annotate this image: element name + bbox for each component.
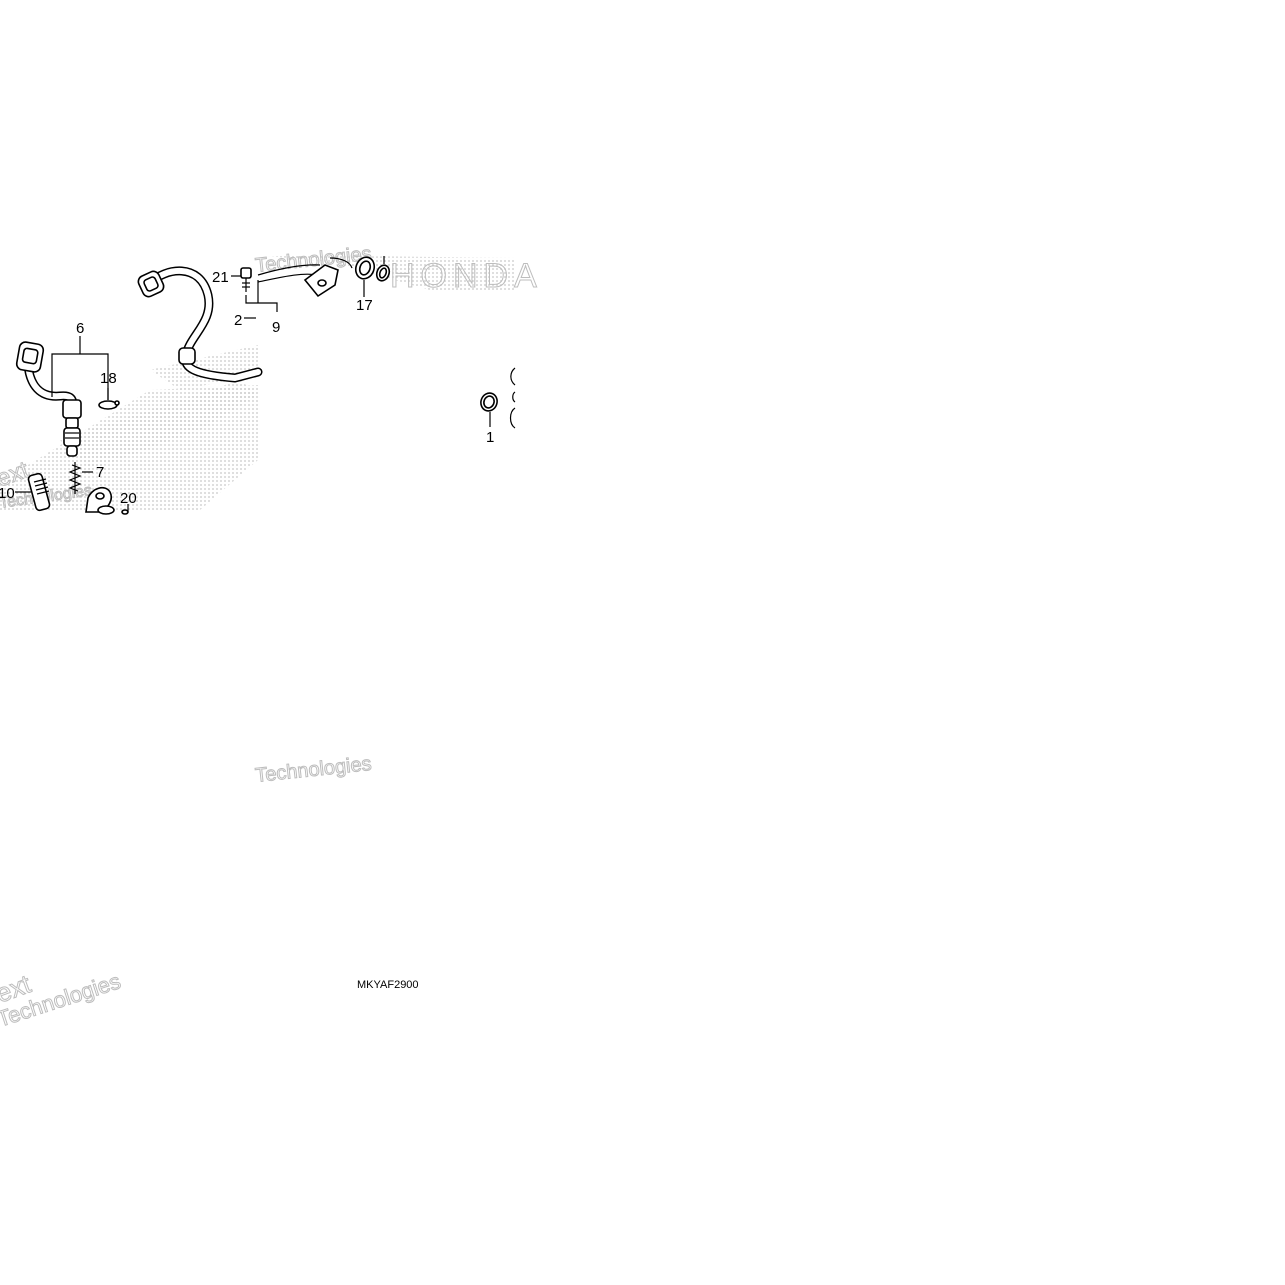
- callout-2: 2: [234, 312, 242, 329]
- callout-7: 7: [96, 464, 104, 481]
- stud-part-10: [27, 472, 51, 512]
- callout-labels: 21 2 9 17 6 18 7 10 20 1: [0, 269, 494, 507]
- callout-17: 17: [356, 297, 373, 314]
- hose-clip: [178, 347, 196, 365]
- o-ring-part-1: [480, 367, 516, 429]
- sensor-body: [62, 399, 82, 419]
- hose-upper: [137, 266, 263, 383]
- callout-1: 1: [486, 429, 494, 446]
- watermarks: HONDA Technologies Technologies ext Tech…: [0, 242, 543, 1032]
- bolt-part-21: [240, 267, 252, 292]
- leader-lines: [15, 256, 491, 512]
- callout-20: 20: [120, 490, 137, 507]
- clip-part-18: [98, 400, 120, 410]
- watermark-brand: HONDA: [390, 257, 543, 295]
- bracket-part-20: [85, 486, 129, 515]
- callout-6: 6: [76, 320, 84, 337]
- flange-hole: [317, 279, 327, 287]
- callout-18: 18: [100, 370, 117, 387]
- callout-21: 21: [212, 269, 229, 286]
- callout-9: 9: [272, 319, 280, 336]
- hose-connector-top-inner: [143, 276, 159, 292]
- pipe-part-9: [257, 257, 353, 298]
- sensor-part-6: [15, 341, 82, 457]
- watermark-tech-mid: Technologies: [254, 753, 372, 787]
- callout-10: 10: [0, 485, 15, 502]
- watermark-tech-top: Technologies: [254, 243, 372, 277]
- drawing-code: MKYAF2900: [357, 979, 419, 991]
- spring-part-7: [68, 462, 82, 494]
- o-rings-part-17: [354, 256, 391, 282]
